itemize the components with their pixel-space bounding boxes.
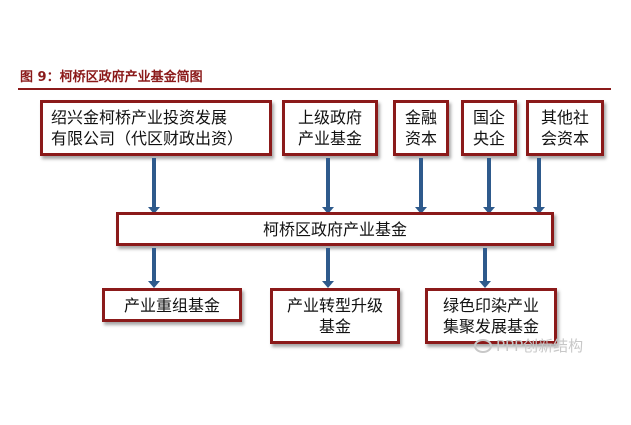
arrow-down xyxy=(483,158,495,214)
source-box-shaoxing-investment: 绍兴金柯桥产业投资发展 有限公司（代区财政出资） xyxy=(40,100,272,156)
figure-title: 图 9：柯桥区政府产业基金简图 xyxy=(20,70,203,85)
subfund-label-transformation: 产业转型升级 基金 xyxy=(286,296,383,336)
watermark-text: PPP创新结构 xyxy=(496,337,584,355)
central-fund-box: 柯桥区政府产业基金 xyxy=(116,212,554,246)
arrow-down xyxy=(322,248,334,288)
watermark: PPP创新结构 xyxy=(474,335,583,356)
arrow-down xyxy=(148,248,160,288)
arrow-down xyxy=(148,158,160,214)
title-divider xyxy=(18,88,611,90)
source-label-shaoxing-investment: 绍兴金柯桥产业投资发展 有限公司（代区财政出资） xyxy=(51,108,244,148)
subfund-box-transformation: 产业转型升级 基金 xyxy=(270,288,400,344)
arrow-down xyxy=(415,158,427,214)
source-label-upper-gov-fund: 上级政府 产业基金 xyxy=(297,108,362,148)
source-box-soe: 国企 央企 xyxy=(461,100,517,156)
source-box-other-social-capital: 其他社 会资本 xyxy=(526,100,604,156)
source-label-other-social-capital: 其他社 会资本 xyxy=(540,108,589,148)
arrow-down xyxy=(533,158,545,214)
subfund-label-green-dyeing: 绿色印染产业 集聚发展基金 xyxy=(442,296,539,336)
source-label-soe: 国企 央企 xyxy=(472,108,505,148)
arrow-down xyxy=(479,248,491,288)
subfund-box-green-dyeing: 绿色印染产业 集聚发展基金 xyxy=(425,288,557,344)
subfund-label-restructuring: 产业重组基金 xyxy=(123,295,220,315)
source-label-financial-capital: 金融 资本 xyxy=(404,108,437,148)
source-box-financial-capital: 金融 资本 xyxy=(393,100,449,156)
source-box-upper-gov-fund: 上级政府 产业基金 xyxy=(282,100,378,156)
subfund-box-restructuring: 产业重组基金 xyxy=(102,288,242,322)
arrow-down xyxy=(322,158,334,214)
wechat-icon xyxy=(474,338,492,353)
central-fund-label: 柯桥区政府产业基金 xyxy=(262,219,407,239)
